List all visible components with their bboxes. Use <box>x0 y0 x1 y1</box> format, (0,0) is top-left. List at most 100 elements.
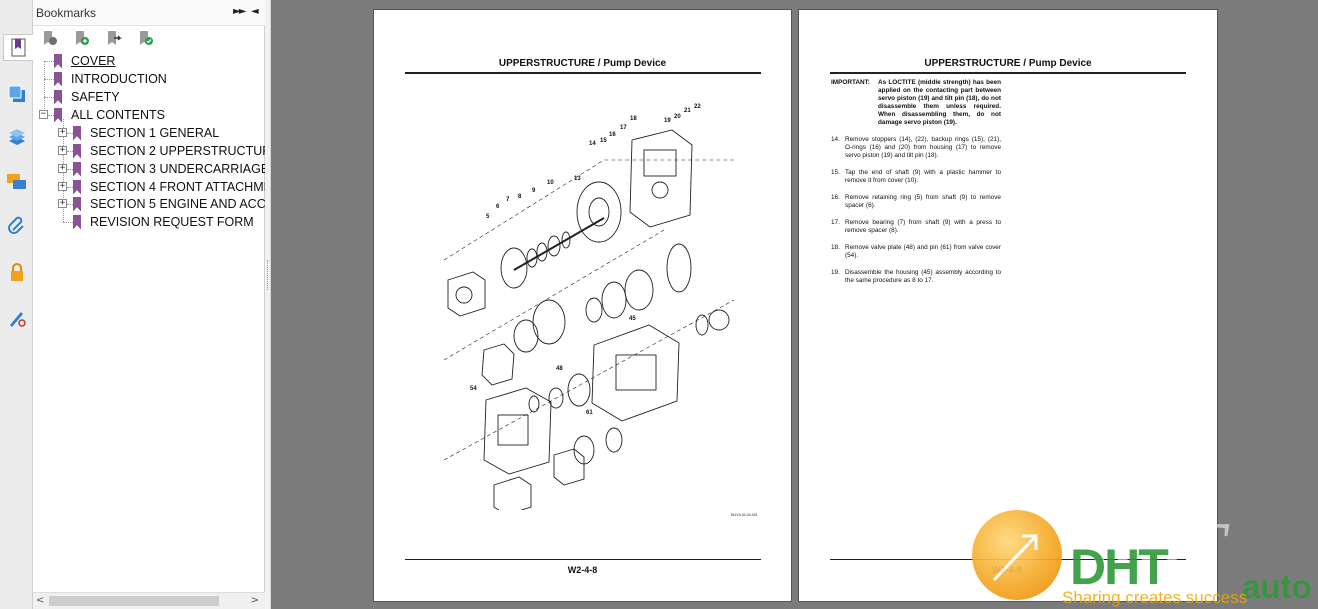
tree-connector <box>44 61 54 62</box>
callout-48: 48 <box>556 366 563 372</box>
scroll-right-arrow-icon[interactable]: > <box>250 595 259 606</box>
tree-connector <box>67 204 73 205</box>
bookmark-all-contents[interactable]: ALL CONTENTS <box>54 106 165 124</box>
step-text: Remove bearing (7) from shaft (9) with a… <box>845 219 1001 234</box>
horizontal-scrollbar[interactable]: < > <box>33 592 265 609</box>
instruction-step: 15. Tap the end of shaft (9) with a plas… <box>831 169 1001 185</box>
bookmark-flag-icon <box>73 196 81 212</box>
document-page-right: UPPERSTRUCTURE / Pump Device IMPORTANT: … <box>798 9 1218 602</box>
bookmarks-tool-icon[interactable] <box>3 34 34 61</box>
callout-9: 9 <box>532 188 536 194</box>
layers-tool-icon[interactable] <box>3 124 30 151</box>
bookmark-cover[interactable]: COVER <box>54 52 115 70</box>
expand-bookmark-icon[interactable] <box>105 30 125 50</box>
callout-54: 54 <box>470 386 477 392</box>
bookmark-flag-icon <box>54 89 62 105</box>
collapse-toggle[interactable]: − <box>39 109 48 119</box>
bookmark-safety[interactable]: SAFETY <box>54 88 120 106</box>
bookmark-options-icon[interactable] <box>41 30 61 50</box>
bookmark-label: ALL CONTENTS <box>71 108 166 122</box>
watermark-logo: DHT DHT auto Sharing creates success <box>970 508 1318 609</box>
page-number: W2-4-8 <box>567 565 598 575</box>
bookmark-section-1[interactable]: SECTION 1 GENERAL <box>73 124 219 142</box>
security-tool-icon[interactable] <box>3 258 30 285</box>
panel-options-button[interactable]: ►► <box>233 6 246 17</box>
callout-16: 16 <box>609 132 616 138</box>
attachments-tool-icon[interactable] <box>3 212 30 239</box>
callout-10: 10 <box>547 180 554 186</box>
expand-toggle[interactable]: + <box>58 163 67 173</box>
collapse-panel-button[interactable]: ◄ <box>251 6 259 17</box>
watermark-slogan: Sharing creates success <box>1062 588 1248 607</box>
bookmark-section-3[interactable]: SECTION 3 UNDERCARRIAGE <box>73 160 265 178</box>
expand-toggle[interactable]: + <box>58 127 67 137</box>
exploded-pump-diagram: 5 6 7 8 9 10 13 14 15 16 17 18 19 20 21 … <box>443 104 734 510</box>
step-text: Remove valve plate (48) and pin (61) fro… <box>845 244 1001 259</box>
page-header: UPPERSTRUCTURE / Pump Device <box>498 58 667 69</box>
bookmark-introduction[interactable]: INTRODUCTION <box>54 70 167 88</box>
tree-connector <box>44 97 54 98</box>
footer-rule <box>405 559 761 560</box>
callout-61: 61 <box>586 410 593 416</box>
step-number: 15. <box>831 169 840 176</box>
bookmark-label: SECTION 3 UNDERCARRIAGE <box>90 162 265 176</box>
bookmark-flag-icon <box>73 125 81 141</box>
tree-connector <box>67 151 73 152</box>
bookmark-section-2[interactable]: SECTION 2 UPPERSTRUCTURE <box>73 142 265 160</box>
new-bookmark-icon[interactable] <box>73 30 93 50</box>
callout-22: 22 <box>694 104 701 110</box>
bookmark-label: REVISION REQUEST FORM <box>90 215 254 229</box>
bookmark-revision-request-form[interactable]: REVISION REQUEST FORM <box>73 213 254 231</box>
tree-connector <box>67 133 73 134</box>
step-text: Tap the end of shaft (9) with a plastic … <box>845 169 1001 184</box>
important-tag: IMPORTANT: <box>831 79 870 86</box>
scroll-left-arrow-icon[interactable]: < <box>36 595 45 606</box>
document-page-left: UPPERSTRUCTURE / Pump Device <box>373 9 792 602</box>
callout-45: 45 <box>629 316 636 322</box>
watermark-circle-icon <box>972 510 1062 600</box>
callout-15: 15 <box>600 138 607 144</box>
expand-toggle[interactable]: + <box>58 181 67 191</box>
step-number: 16. <box>831 194 840 201</box>
bookmark-flag-icon <box>73 161 81 177</box>
callout-19: 19 <box>664 118 671 124</box>
bookmark-properties-icon[interactable] <box>137 30 157 50</box>
watermark-brand-suffix: auto <box>1242 568 1312 605</box>
callout-6: 6 <box>496 204 500 210</box>
bookmark-label: SAFETY <box>71 90 120 104</box>
document-viewport[interactable]: UPPERSTRUCTURE / Pump Device <box>271 0 1318 609</box>
instruction-step: 17. Remove bearing (7) from shaft (9) wi… <box>831 219 1001 235</box>
important-note: IMPORTANT: As LOCTITE (middle strength) … <box>831 79 1001 127</box>
callout-17: 17 <box>620 125 627 131</box>
step-number: 18. <box>831 244 840 251</box>
bookmark-label: SECTION 2 UPPERSTRUCTURE <box>90 144 265 158</box>
bookmark-section-4[interactable]: SECTION 4 FRONT ATTACHME <box>73 178 265 196</box>
bookmark-label: COVER <box>71 54 116 68</box>
bookmark-label: SECTION 1 GENERAL <box>90 126 220 140</box>
bookmark-label: SECTION 5 ENGINE AND ACCES <box>90 197 265 211</box>
callout-13: 13 <box>574 176 581 182</box>
header-rule <box>830 72 1186 74</box>
tree-connector <box>63 222 73 223</box>
step-number: 19. <box>831 269 840 276</box>
tree-connector <box>44 61 45 115</box>
pages-tool-icon[interactable] <box>3 80 30 107</box>
scrollbar-thumb[interactable] <box>49 596 219 606</box>
panel-splitter[interactable] <box>265 0 271 609</box>
instruction-step: 16. Remove retaining ring (5) from shaft… <box>831 194 1001 210</box>
bookmarks-tree: COVER INTRODUCTION SAFETY − ALL CONTENTS… <box>33 52 265 592</box>
bookmark-flag-icon <box>73 143 81 159</box>
bookmark-label: INTRODUCTION <box>71 72 167 86</box>
expand-toggle[interactable]: + <box>58 145 67 155</box>
expand-toggle[interactable]: + <box>58 198 67 208</box>
instruction-step: 14. Remove stoppers (14), (22), backup r… <box>831 136 1001 160</box>
tree-connector <box>44 79 54 80</box>
bookmarks-panel-header: Bookmarks ►► ◄ <box>33 0 265 26</box>
tree-connector <box>67 187 73 188</box>
signatures-tool-icon[interactable] <box>3 304 30 331</box>
bookmark-section-5[interactable]: SECTION 5 ENGINE AND ACCES <box>73 195 265 213</box>
instruction-step: 19. Disassemble the housing (45) assembl… <box>831 269 1001 285</box>
splitter-grip[interactable] <box>267 260 269 290</box>
comments-tool-icon[interactable] <box>3 168 30 195</box>
navigation-tool-strip <box>0 0 34 609</box>
